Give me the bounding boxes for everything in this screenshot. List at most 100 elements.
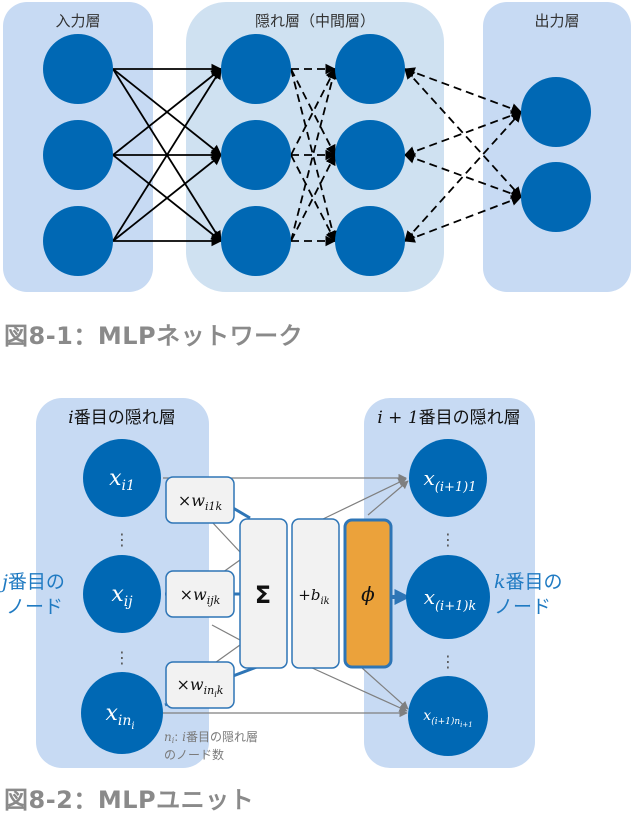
input-node-1 bbox=[43, 34, 113, 104]
left-layer-var: i bbox=[68, 408, 73, 428]
weight-j-prefix: ×w bbox=[180, 585, 207, 604]
svg-text:xij: xij bbox=[111, 582, 133, 610]
svg-text:x(i+1)1: x(i+1)1 bbox=[423, 466, 476, 495]
svg-text:x(i+1)k: x(i+1)k bbox=[424, 585, 477, 614]
svg-text:xini: xini bbox=[105, 701, 134, 732]
left-node-1-sub: i1 bbox=[122, 478, 135, 494]
edge-hidden1-2-to-hidden2-1 bbox=[290, 68, 336, 156]
output-layer-panel bbox=[483, 2, 631, 292]
weight-j-sub: ijk bbox=[207, 594, 221, 607]
svg-text:×wijk: ×wijk bbox=[180, 585, 221, 607]
left-layer-title: i番目の隠れ層 bbox=[68, 408, 175, 428]
network-edges bbox=[112, 63, 523, 247]
left-node-j: xij bbox=[83, 555, 161, 633]
edge-hidden1-1-to-hidden2-2 bbox=[290, 68, 336, 156]
hidden1-node-3 bbox=[221, 206, 291, 276]
right-node-1-sub: (i+1)1 bbox=[435, 480, 477, 495]
left-node-j-base: x bbox=[111, 582, 124, 607]
hidden2-node-2 bbox=[335, 120, 405, 190]
right-ellipsis-1: ⋮ bbox=[440, 530, 456, 549]
input-node-2 bbox=[43, 120, 113, 190]
svg-text:xi1: xi1 bbox=[109, 466, 135, 494]
svg-text:×winik: ×winik bbox=[177, 675, 224, 699]
node-count-note-line1: ni: i番目の隠れ層 bbox=[164, 730, 258, 745]
k-node-label-line1: k番目の bbox=[494, 571, 563, 593]
left-node-n-subsub: i bbox=[131, 721, 134, 732]
bias-box: +bik bbox=[291, 518, 340, 669]
weight-1-sub: i1k bbox=[205, 500, 223, 513]
j-var: j bbox=[0, 571, 8, 593]
weight-n-sub: in bbox=[204, 684, 215, 697]
j-node-label-line2: ノード bbox=[6, 596, 63, 618]
note-line1: 番目の隠れ層 bbox=[186, 730, 258, 744]
node-count-note-line2: のノード数 bbox=[164, 747, 224, 762]
edge-hidden1-3-to-hidden2-2 bbox=[290, 154, 336, 242]
j-node-label-line1: j番目の bbox=[0, 571, 65, 593]
figure-8-1: 入力層 隠れ層（中間層） 出力層 bbox=[3, 2, 631, 292]
activation-box: ϕ bbox=[343, 518, 393, 669]
right-node-n-subsub: i+1 bbox=[460, 721, 473, 729]
output-node-2 bbox=[521, 162, 591, 232]
bias-prefix: +b bbox=[298, 586, 320, 604]
edge-hidden1-1-to-hidden2-3 bbox=[290, 68, 338, 243]
network-nodes bbox=[43, 34, 591, 276]
note-sub: i bbox=[172, 736, 175, 745]
left-node-n-base: x bbox=[105, 701, 118, 726]
right-node-n-base: x bbox=[423, 708, 431, 724]
note-var: n bbox=[164, 730, 172, 744]
left-node-n: xini bbox=[81, 672, 163, 754]
left-node-1: xi1 bbox=[83, 439, 161, 517]
right-layer-title: i + 1番目の隠れ層 bbox=[377, 408, 520, 428]
right-node-k-sub: (i+1)k bbox=[435, 599, 476, 614]
right-node-n: x(i+1)ni+1 bbox=[408, 676, 488, 756]
output-layer-label: 出力層 bbox=[534, 12, 579, 30]
left-node-n-sub: in bbox=[118, 713, 132, 729]
left-node-1-base: x bbox=[109, 466, 122, 491]
note-sep: : bbox=[174, 730, 182, 744]
left-layer-text: 番目の隠れ層 bbox=[74, 408, 176, 428]
right-node-n-sub: (i+1)n bbox=[431, 716, 460, 727]
svg-text:x(i+1)ni+1: x(i+1)ni+1 bbox=[423, 708, 472, 729]
j-line1: 番目の bbox=[8, 571, 65, 593]
weight-box-j: ×wijk bbox=[165, 570, 235, 618]
weight-n-prefix: ×w bbox=[177, 675, 204, 694]
weight-n-subsub: i bbox=[214, 690, 217, 699]
figure-8-2-caption: 図8-2：MLPユニット bbox=[4, 786, 255, 814]
right-node-1: x(i+1)1 bbox=[409, 439, 487, 517]
output-node-1 bbox=[521, 77, 591, 147]
svg-text:×wi1k: ×wi1k bbox=[178, 491, 223, 513]
sum-box: Σ bbox=[239, 518, 288, 669]
left-ellipsis-1: ⋮ bbox=[114, 530, 130, 549]
weight-box-n: ×winik bbox=[165, 661, 235, 709]
edge-hidden2-3-to-output-2 bbox=[403, 195, 523, 243]
hidden1-node-2 bbox=[221, 120, 291, 190]
right-layer-var: i + 1 bbox=[377, 408, 418, 428]
left-node-j-sub: ij bbox=[124, 594, 133, 610]
hidden-layer-label: 隠れ層（中間層） bbox=[255, 12, 375, 30]
svg-text:+bik: +bik bbox=[298, 586, 329, 607]
figure-8-1-caption: 図8-1：MLPネットワーク bbox=[4, 322, 304, 350]
edge-input-3-to-hidden1-1 bbox=[112, 68, 222, 242]
edge-hidden1-2-to-hidden2-3 bbox=[290, 154, 336, 242]
edge-input-2-to-hidden1-1 bbox=[112, 68, 222, 156]
right-layer-text: 番目の隠れ層 bbox=[419, 408, 521, 428]
weight-box-1: ×wi1k bbox=[165, 476, 235, 524]
left-ellipsis-2: ⋮ bbox=[114, 648, 130, 667]
right-ellipsis-2: ⋮ bbox=[440, 652, 456, 671]
k-node-label-line2: ノード bbox=[494, 596, 551, 618]
hidden2-node-1 bbox=[335, 34, 405, 104]
right-node-k-base: x bbox=[424, 585, 435, 609]
activation-symbol: ϕ bbox=[361, 582, 375, 606]
note-var2: i bbox=[182, 730, 186, 744]
hidden1-node-1 bbox=[221, 34, 291, 104]
bias-sub: ik bbox=[320, 596, 329, 607]
hidden2-node-3 bbox=[335, 206, 405, 276]
sum-symbol: Σ bbox=[255, 581, 271, 609]
weight-1-prefix: ×w bbox=[178, 491, 205, 510]
input-layer-label: 入力層 bbox=[55, 12, 100, 30]
input-node-3 bbox=[43, 206, 113, 276]
figure-8-2: i番目の隠れ層 i + 1番目の隠れ層 bbox=[0, 398, 563, 768]
k-line1: 番目の bbox=[506, 571, 563, 593]
right-node-k: x(i+1)k bbox=[406, 555, 490, 639]
edge-hidden1-3-to-hidden2-1 bbox=[290, 67, 338, 242]
